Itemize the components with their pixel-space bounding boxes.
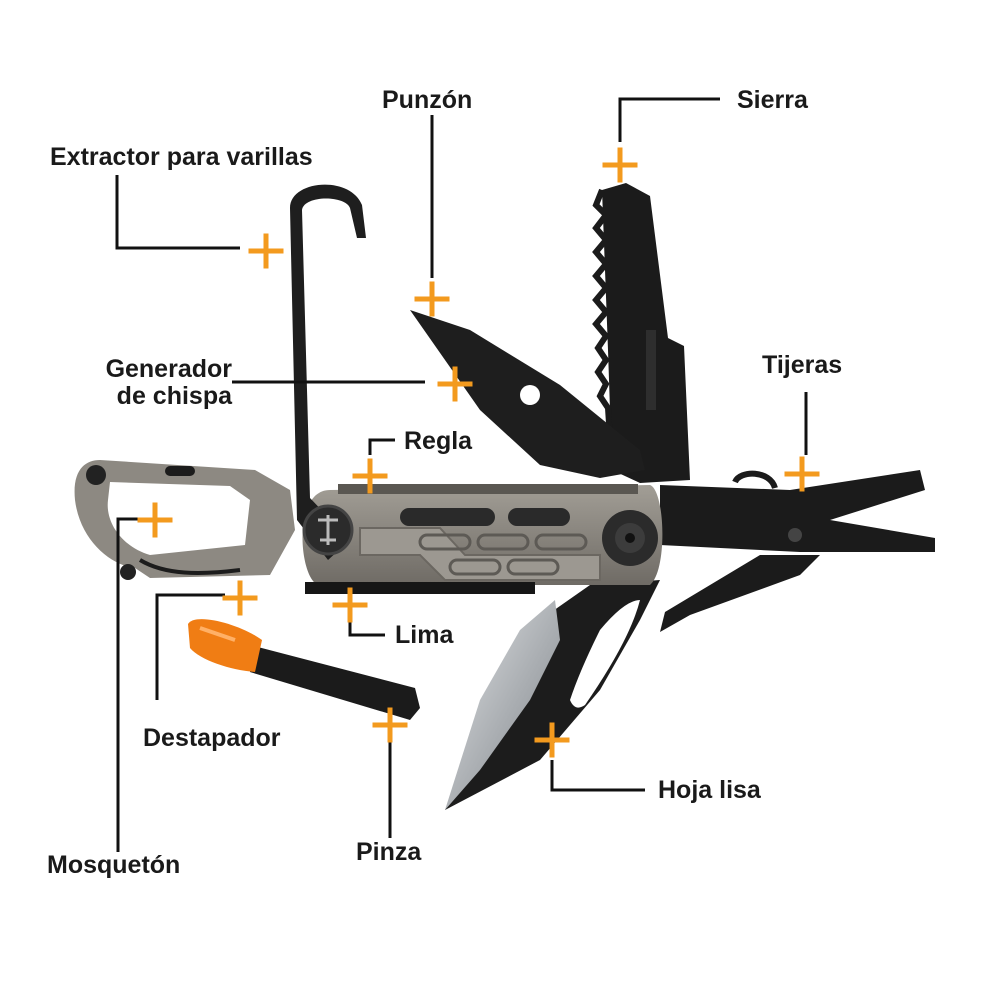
plus-marker-icon (222, 580, 258, 616)
plus-marker-icon (534, 722, 570, 758)
plain-blade-tool (445, 580, 660, 810)
leader-carabiner (116, 517, 140, 852)
rod-extractor-tool (290, 184, 366, 560)
leader-ruler (368, 438, 395, 455)
label-spark-generator-line2: de chispa (116, 382, 232, 410)
plus-marker-icon (248, 233, 284, 269)
label-spark-generator-line1: Generador (105, 355, 232, 383)
plus-marker-icon (784, 456, 820, 492)
label-file: Lima (395, 621, 454, 649)
leader-rod-extractor (115, 175, 240, 250)
plus-marker-icon (602, 147, 638, 183)
label-ruler: Regla (404, 427, 473, 455)
awl-tool (410, 310, 645, 478)
label-scissors: Tijeras (762, 351, 843, 379)
label-bottle-opener: Destapador (143, 724, 281, 752)
marker-group (137, 147, 820, 758)
plus-marker-icon (352, 458, 388, 494)
multitool-handle (302, 484, 663, 594)
label-carabiner: Mosquetón (47, 851, 181, 879)
plus-marker-icon (332, 587, 368, 623)
label-rod-extractor: Extractor para varillas (50, 143, 313, 171)
label-plain-blade: Hoja lisa (658, 776, 761, 804)
leader-plain-blade (550, 760, 645, 792)
carabiner-tool (74, 460, 295, 580)
tweezers-tool (188, 619, 420, 720)
label-tweezers: Pinza (356, 838, 422, 866)
plus-marker-icon (137, 502, 173, 538)
label-awl: Punzón (382, 86, 473, 114)
leader-saw (618, 97, 720, 142)
leader-bottle-opener (155, 593, 225, 700)
plus-marker-icon (414, 281, 450, 317)
leader-lines (115, 97, 808, 852)
plus-marker-icon (437, 366, 473, 402)
leader-file (348, 620, 385, 637)
label-saw: Sierra (737, 86, 808, 114)
saw-tool (592, 183, 690, 483)
scissors-tool (660, 470, 935, 632)
plus-marker-icon (372, 707, 408, 743)
